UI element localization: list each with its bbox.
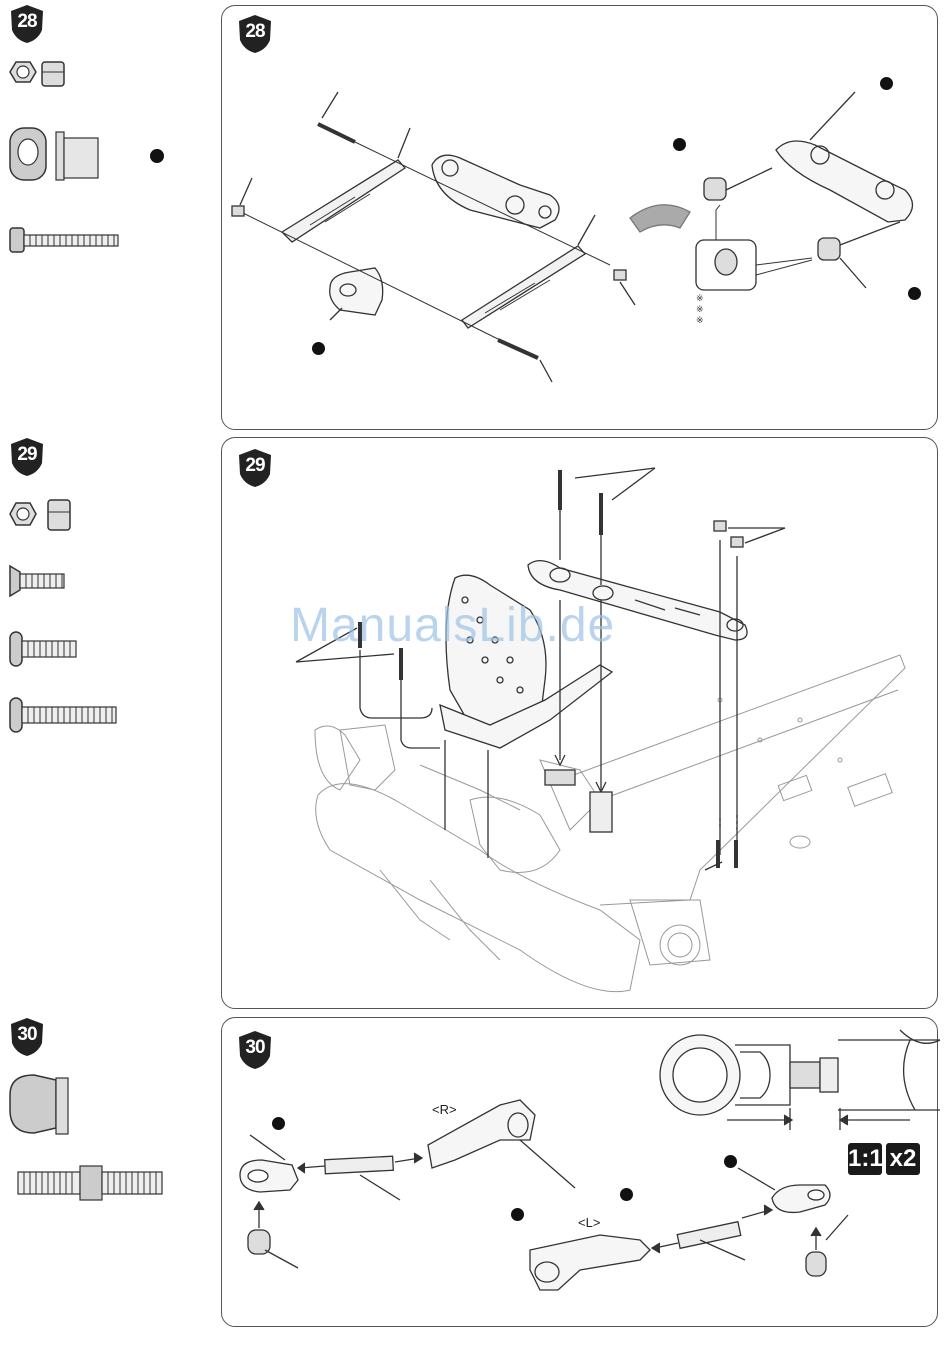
step-30-marker-2 [724,1155,737,1168]
step-30-marker-1 [272,1117,285,1130]
step-30-marker-4 [511,1208,524,1221]
right-arm-label: <R> [432,1102,457,1117]
step-30-marker-3 [620,1188,633,1201]
scale-ratio-badge: 1:1 [848,1143,882,1175]
left-arm-label: <L> [578,1215,600,1230]
scale-quantity-badge: x2 [886,1143,920,1175]
